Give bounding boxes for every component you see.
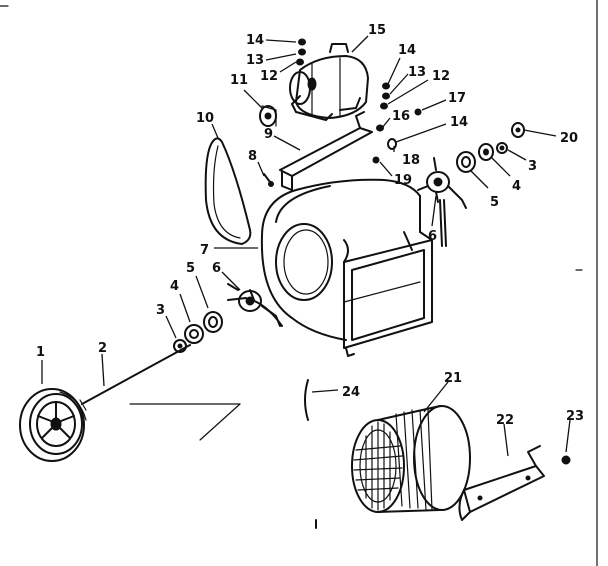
callout-5-left: 5 [186, 261, 195, 276]
end-cap [511, 122, 525, 138]
callout-19: 19 [394, 173, 412, 188]
blower-wheel [351, 405, 471, 513]
motor-mount-rail [279, 111, 373, 191]
callout-8: 8 [248, 149, 257, 164]
washer-stack-right [380, 82, 390, 110]
callout-13-right: 13 [408, 65, 426, 80]
callout-2: 2 [98, 341, 107, 356]
callout-17: 17 [448, 91, 466, 106]
collar-left [173, 339, 187, 353]
callout-4-left: 4 [170, 279, 179, 294]
washer-stack-left [296, 38, 306, 66]
callout-18: 18 [402, 153, 420, 168]
callout-3-right: 3 [528, 159, 537, 174]
collar-right [496, 142, 508, 154]
leader-lines [41, 35, 571, 457]
callout-14-left: 14 [246, 33, 264, 48]
mount-hardware [372, 108, 422, 164]
callout-labels: 1 2 3 4 5 6 7 8 9 10 11 12 13 14 15 14 1… [36, 23, 584, 428]
callout-15: 15 [368, 23, 386, 38]
callout-12-left: 12 [260, 69, 278, 84]
pulley [19, 388, 87, 462]
callout-6-right: 6 [428, 229, 437, 244]
screw [263, 173, 274, 187]
bearing-bracket-right [417, 157, 467, 247]
cutoff-plate [458, 445, 545, 521]
callout-10: 10 [196, 111, 214, 126]
blower-housing [260, 178, 433, 357]
screw-small [561, 455, 571, 465]
callout-5-right: 5 [490, 195, 499, 210]
motor-pulley [259, 105, 277, 127]
shadow-line [199, 403, 241, 441]
wire [304, 379, 309, 421]
callout-1: 1 [36, 345, 45, 360]
callout-7: 7 [200, 243, 209, 258]
callout-6-left: 6 [212, 261, 221, 276]
drive-belt [204, 137, 252, 245]
callout-11: 11 [230, 73, 248, 88]
callout-9: 9 [264, 127, 273, 142]
callout-20: 20 [560, 131, 578, 146]
bearing-right [478, 143, 494, 161]
callout-16: 16 [392, 109, 410, 124]
bearing-ring-right [456, 151, 476, 173]
callout-22: 22 [496, 413, 514, 428]
callout-4-right: 4 [512, 179, 521, 194]
callout-14-right: 14 [398, 43, 416, 58]
motor [289, 43, 369, 121]
bearing-ring-left [203, 311, 223, 333]
callout-13-left: 13 [246, 53, 264, 68]
callout-21: 21 [444, 371, 462, 386]
callout-12-right: 12 [432, 69, 450, 84]
bearing-bracket-left [227, 283, 283, 327]
callout-24: 24 [342, 385, 360, 400]
callout-14-lower: 14 [450, 115, 468, 130]
callout-23: 23 [566, 409, 584, 424]
shaft [79, 344, 191, 411]
callout-3-left: 3 [156, 303, 165, 318]
bearing-left [184, 324, 204, 344]
